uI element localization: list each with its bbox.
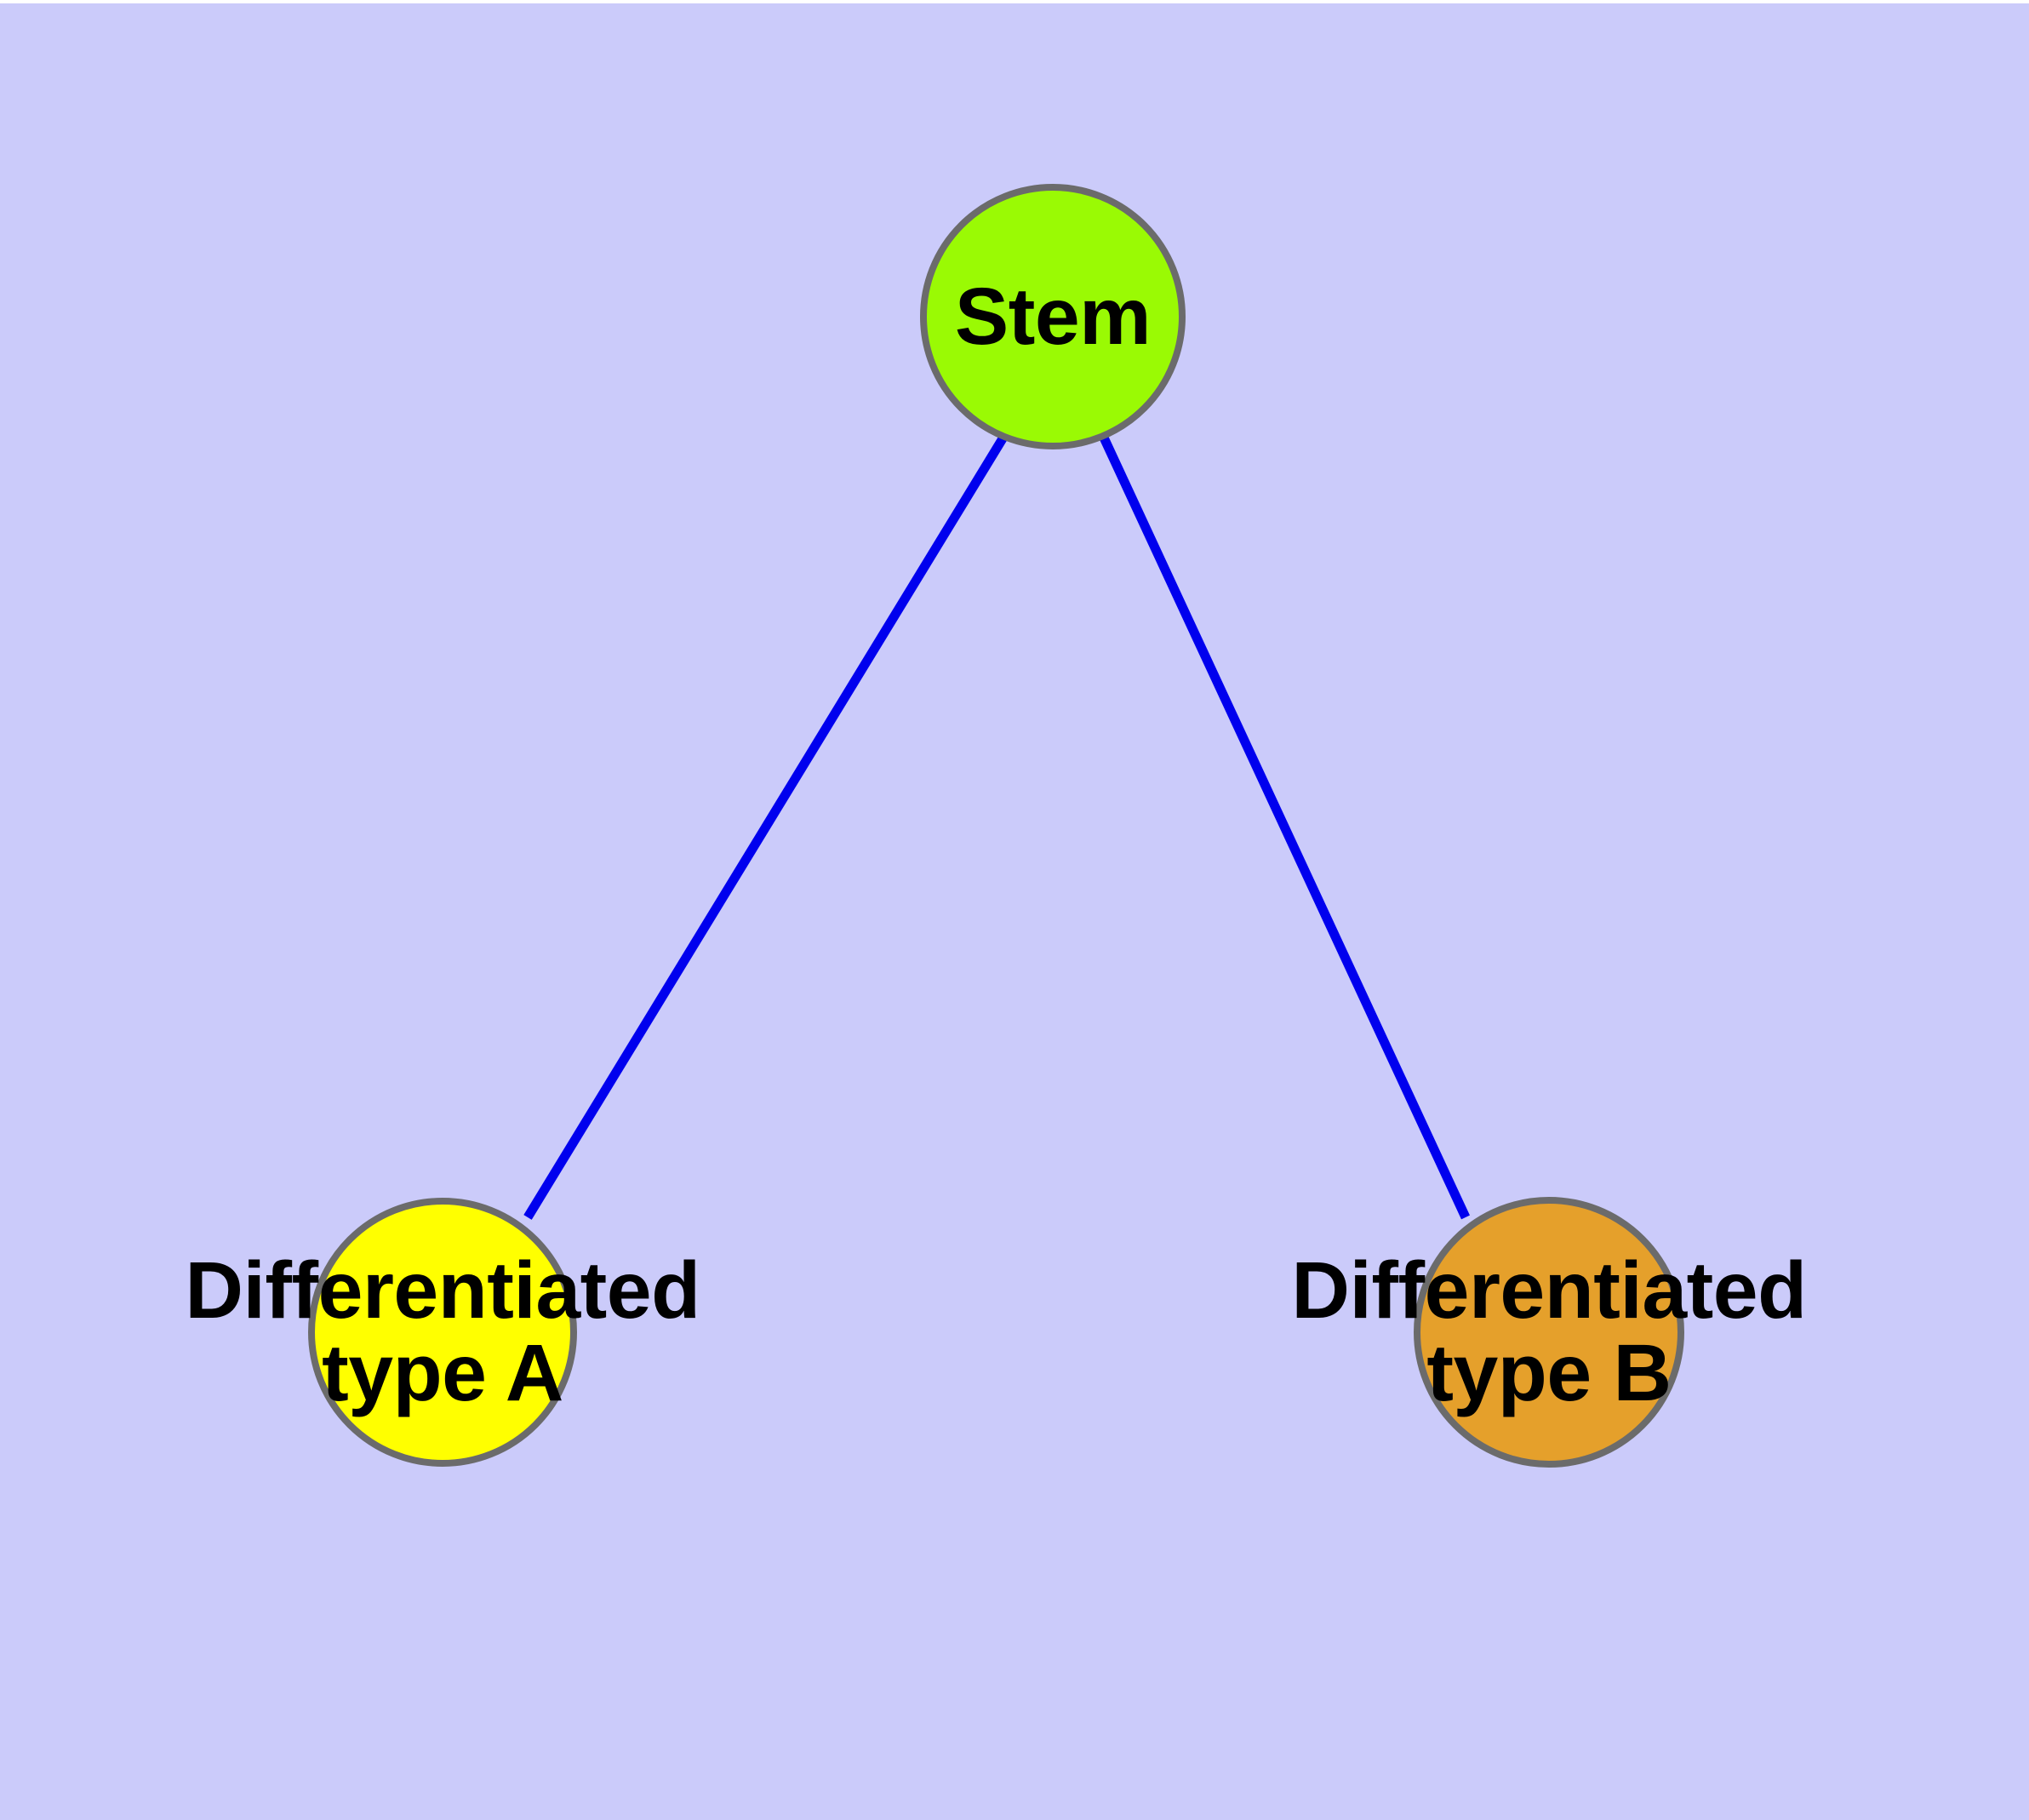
node-stem[interactable]	[920, 184, 1186, 449]
node-differentiated-type-b[interactable]	[1414, 1197, 1684, 1468]
edge-stem-to-diff-a	[523, 433, 1009, 1220]
edge-stem-to-diff-b	[1099, 433, 1470, 1220]
node-differentiated-type-a[interactable]	[308, 1198, 577, 1467]
node-layer	[308, 184, 1684, 1468]
edge-layer	[523, 433, 1470, 1220]
